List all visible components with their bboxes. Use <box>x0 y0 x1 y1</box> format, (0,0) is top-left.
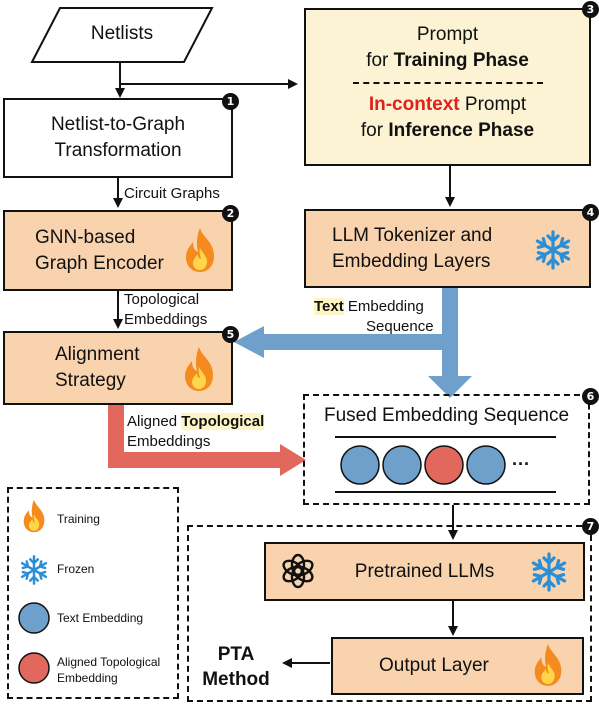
prompt-line1: Prompt <box>416 24 479 45</box>
legend-frozen: Frozen <box>57 562 95 576</box>
text-embedding-sequence-label: Text Embedding Sequence <box>314 297 434 336</box>
pta-method-label: PTA Method <box>193 643 279 692</box>
prompt-line2-pre: for <box>366 49 394 71</box>
fused-sequence-circles <box>340 445 506 485</box>
pta-line1: PTA <box>217 644 255 665</box>
legend-aligned-line2: Embedding <box>57 670 118 685</box>
output-label: Output Layer <box>379 655 489 677</box>
pta-line2: Method <box>202 668 270 690</box>
tok-line1: LLM Tokenizer and <box>332 224 493 246</box>
legend-training: Training <box>57 512 100 526</box>
alignment-strategy-box: Alignment Strategy <box>3 331 233 405</box>
sequence-ellipsis: ··· <box>512 454 530 474</box>
llm-tokenizer-box: LLM Tokenizer and Embedding Layers <box>304 209 591 288</box>
netlists-shape <box>30 7 214 63</box>
snowflake-icon <box>20 555 48 585</box>
legend-box <box>7 487 179 699</box>
text-emb-line2: Sequence <box>366 317 434 335</box>
netlists-label: Netlists <box>90 23 154 44</box>
text-embedding-token <box>382 445 422 485</box>
gnn-line2: Graph Encoder <box>35 252 164 274</box>
text-embedding-flow-arrow <box>234 288 472 398</box>
badge-7: 7 <box>582 518 599 535</box>
n2g-line2: Transformation <box>54 140 182 161</box>
snowflake-icon <box>535 230 571 270</box>
prompt-training-phase: Training Phase <box>393 49 529 71</box>
flame-icon <box>534 644 562 686</box>
badge-3: 3 <box>582 1 599 18</box>
prompt-incontext: In-context <box>368 94 460 116</box>
n2g-line1: Netlist-to-Graph <box>50 114 186 136</box>
topo-line1: Topological <box>124 291 200 308</box>
fused-embedding-title: Fused Embedding Sequence <box>323 405 570 426</box>
prompt-inference-phase: Inference Phase <box>388 119 535 141</box>
aligned-embedding-token <box>424 445 464 485</box>
pretrained-label: Pretrained LLMs <box>354 560 495 582</box>
align-line1: Alignment <box>55 344 140 366</box>
aligned-bold: Topological <box>181 413 265 430</box>
legend-text-embedding: Text Embedding <box>57 611 144 625</box>
legend-aligned-topological: Aligned Topological Embedding <box>57 655 160 686</box>
fused-embedding-container <box>303 394 590 505</box>
badge-2: 2 <box>222 205 239 222</box>
aligned-embedding-flow-arrow <box>108 405 306 476</box>
prompt-divider <box>352 82 543 85</box>
aligned-topological-embeddings-label: Aligned Topological Embeddings <box>127 412 265 451</box>
badge-1: 1 <box>222 93 239 110</box>
text-embedding-token <box>340 445 380 485</box>
legend-text-embedding-circle <box>18 602 50 634</box>
prompt-box: Prompt for Training Phase In-context Pro… <box>304 8 591 166</box>
align-line2: Strategy <box>55 370 126 391</box>
badge-6: 6 <box>582 388 599 405</box>
topo-line2: Embeddings <box>124 310 208 328</box>
netlist-to-graph-box: Netlist-to-Graph Transformation <box>3 98 233 178</box>
gnn-line1: GNN-based <box>35 226 136 248</box>
badge-5: 5 <box>222 326 239 343</box>
text-emb-rest: Embedding <box>343 298 424 315</box>
topological-embeddings-label: Topological Embeddings <box>124 290 207 329</box>
llm-stage-container <box>187 525 592 702</box>
prompt-incontext-rest: Prompt <box>459 94 527 116</box>
aligned-line2: Embeddings <box>127 432 211 450</box>
text-embedding-token <box>466 445 506 485</box>
flame-icon <box>186 228 214 272</box>
flame-icon <box>185 347 213 391</box>
badge-4: 4 <box>582 204 599 221</box>
flame-icon <box>23 499 45 533</box>
text-emb-bold: Text <box>314 298 344 315</box>
pretrained-llms-box: Pretrained LLMs <box>264 542 585 601</box>
circuit-graphs-label: Circuit Graphs <box>124 185 220 202</box>
legend-aligned-embedding-circle <box>18 652 50 684</box>
tok-line2: Embedding Layers <box>332 250 491 272</box>
legend-aligned-line1: Aligned Topological <box>57 655 161 669</box>
prompt-inference-pre: for <box>360 119 389 141</box>
aligned-pre: Aligned <box>127 413 182 430</box>
openai-icon <box>282 553 314 589</box>
snowflake-icon <box>531 552 567 592</box>
